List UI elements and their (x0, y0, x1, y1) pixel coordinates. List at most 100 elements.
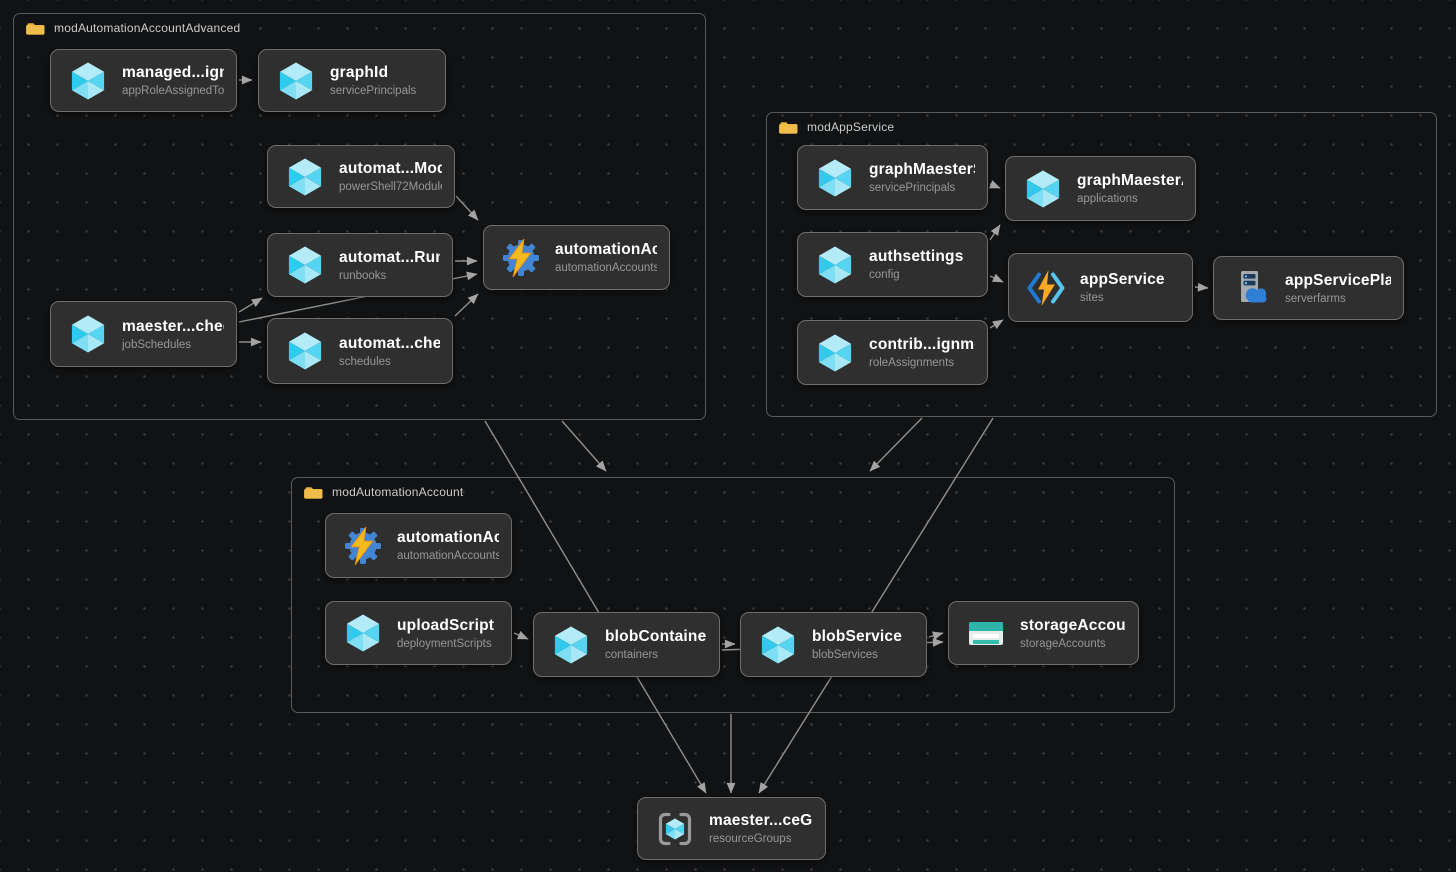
node-title: blobService (812, 628, 903, 645)
cube-icon (551, 625, 591, 665)
node-title: managed...ignment (122, 64, 224, 81)
node-subtitle: servicePrincipals (330, 85, 417, 97)
edge-modAppService-to-modAutomationAccount (869, 417, 923, 472)
resource-node-appService[interactable]: appService sites (1008, 253, 1193, 322)
cube-icon (285, 157, 325, 197)
module-group-label: modAppService (807, 120, 895, 134)
node-text: automationAccount automationAccounts (555, 241, 657, 274)
node-text: appService sites (1080, 271, 1165, 304)
node-text: uploadScript deploymentScripts (397, 617, 494, 650)
cube-icon (343, 613, 383, 653)
resource-node-authsettings[interactable]: authsettings config (797, 232, 988, 297)
node-text: maester...ceGroup resourceGroups (709, 812, 813, 845)
node-subtitle: serverfarms (1285, 292, 1346, 305)
resource-node-managedAssignment[interactable]: managed...ignment appRoleAssignedTo[] (50, 49, 237, 112)
node-subtitle: jobSchedules (122, 338, 192, 351)
node-title: automat...chedule (339, 334, 440, 352)
node-title: uploadScript (397, 616, 495, 634)
module-group-modAppService: modAppService (766, 112, 1437, 417)
resource-node-contribAssignment[interactable]: contrib...ignment roleAssignments (797, 320, 988, 385)
node-subtitle: runbooks (339, 269, 387, 282)
node-text: automat...chedule schedules (339, 335, 440, 368)
storage-icon (966, 613, 1006, 653)
resource-node-maesterSchedule[interactable]: maester...chedule jobSchedules (50, 301, 237, 367)
node-subtitle: powerShell72Modules[] (339, 181, 442, 193)
cube-icon (285, 331, 325, 371)
module-group-label: modAutomationAccount (332, 485, 464, 499)
node-title: appService (1080, 271, 1165, 288)
module-group-header: modAutomationAccountAdvanced (26, 20, 240, 36)
cube-icon (815, 245, 855, 285)
node-text: automat...Runbook runbooks (339, 249, 440, 282)
appservice-icon (1026, 268, 1066, 308)
node-subtitle: storageAccounts (1020, 637, 1106, 650)
resource-node-maesterResourceGroup[interactable]: maester...ceGroup resourceGroups (637, 797, 826, 860)
resource-node-storageAccount[interactable]: storageAccount storageAccounts (948, 601, 1139, 665)
node-subtitle: applications (1077, 193, 1138, 205)
resource-node-graphMaesterSp[interactable]: graphMaesterSp servicePrincipals (797, 145, 988, 210)
resource-node-automationAccountMod[interactable]: automationAccount automationAccounts (325, 513, 512, 578)
node-subtitle: sites (1080, 292, 1104, 304)
node-title: automat...Modules (339, 160, 442, 177)
cube-icon (68, 314, 108, 354)
cube-icon (276, 61, 316, 101)
node-text: blobContainer containers (605, 628, 707, 661)
node-text: graphMaesterSp servicePrincipals (869, 161, 975, 194)
node-text: graphMaesterApp applications (1077, 172, 1183, 205)
node-text: contrib...ignment roleAssignments (869, 336, 975, 369)
node-title: automat...Runbook (339, 248, 440, 266)
resource-node-automatModules[interactable]: automat...Modules powerShell72Modules[] (267, 145, 455, 208)
node-title: maester...chedule (122, 317, 224, 335)
folder-icon (26, 20, 45, 36)
node-title: graphMaesterSp (869, 161, 975, 178)
module-group-modAutomationAccountAdvanced: modAutomationAccountAdvanced (13, 13, 706, 420)
resource-node-appServicePlan[interactable]: appServicePlan serverfarms (1213, 256, 1404, 320)
node-subtitle: config (869, 269, 900, 281)
node-title: contrib...ignment (869, 336, 975, 353)
resource-node-graphMaesterApp[interactable]: graphMaesterApp applications (1005, 156, 1196, 221)
module-group-header: modAutomationAccount (304, 484, 463, 500)
module-group-modAutomationAccount: modAutomationAccount (291, 477, 1175, 713)
edge-modAutomationAccountAdvanced-to-modAutomationAccount (561, 420, 607, 472)
node-title: automationAccount (555, 241, 657, 258)
folder-icon (779, 119, 798, 135)
node-subtitle: automationAccounts (397, 550, 499, 562)
node-title: graphId (330, 64, 389, 81)
node-text: appServicePlan serverfarms (1285, 272, 1391, 305)
cube-icon (815, 158, 855, 198)
resource-node-automationAccountAdv[interactable]: automationAccount automationAccounts (483, 225, 670, 290)
resource-node-blobService[interactable]: blobService blobServices (740, 612, 927, 677)
node-text: graphId servicePrincipals (330, 64, 416, 97)
node-subtitle: automationAccounts (555, 262, 657, 274)
module-group-header: modAppService (779, 119, 894, 135)
node-subtitle: blobServices (812, 649, 878, 661)
cube-icon (285, 245, 325, 285)
resource-node-automatSchedule[interactable]: automat...chedule schedules (267, 318, 453, 384)
automation-icon (501, 238, 541, 278)
node-subtitle: servicePrincipals (869, 182, 956, 194)
resource-node-automatRunbook[interactable]: automat...Runbook runbooks (267, 233, 453, 297)
cube-icon (815, 333, 855, 373)
node-text: blobService blobServices (812, 628, 902, 661)
node-title: storageAccount (1020, 616, 1126, 634)
node-text: storageAccount storageAccounts (1020, 617, 1126, 650)
node-text: automat...Modules powerShell72Modules[] (339, 160, 442, 193)
resourcegroup-icon (655, 809, 695, 849)
cube-icon (1023, 169, 1063, 209)
node-subtitle: deploymentScripts (397, 637, 492, 650)
resource-node-uploadScript[interactable]: uploadScript deploymentScripts (325, 601, 512, 665)
cube-icon (68, 61, 108, 101)
node-title: automationAccount (397, 529, 499, 546)
node-subtitle: roleAssignments (869, 357, 955, 369)
node-subtitle: resourceGroups (709, 833, 792, 845)
automation-icon (343, 526, 383, 566)
resource-node-graphId[interactable]: graphId servicePrincipals (258, 49, 446, 112)
node-subtitle: appRoleAssignedTo[] (122, 85, 224, 97)
node-text: automationAccount automationAccounts (397, 529, 499, 562)
folder-icon (304, 484, 323, 500)
module-group-label: modAutomationAccountAdvanced (54, 21, 241, 35)
node-title: appServicePlan (1285, 271, 1391, 289)
appserviceplan-icon (1231, 268, 1271, 308)
resource-node-blobContainer[interactable]: blobContainer containers (533, 612, 720, 677)
